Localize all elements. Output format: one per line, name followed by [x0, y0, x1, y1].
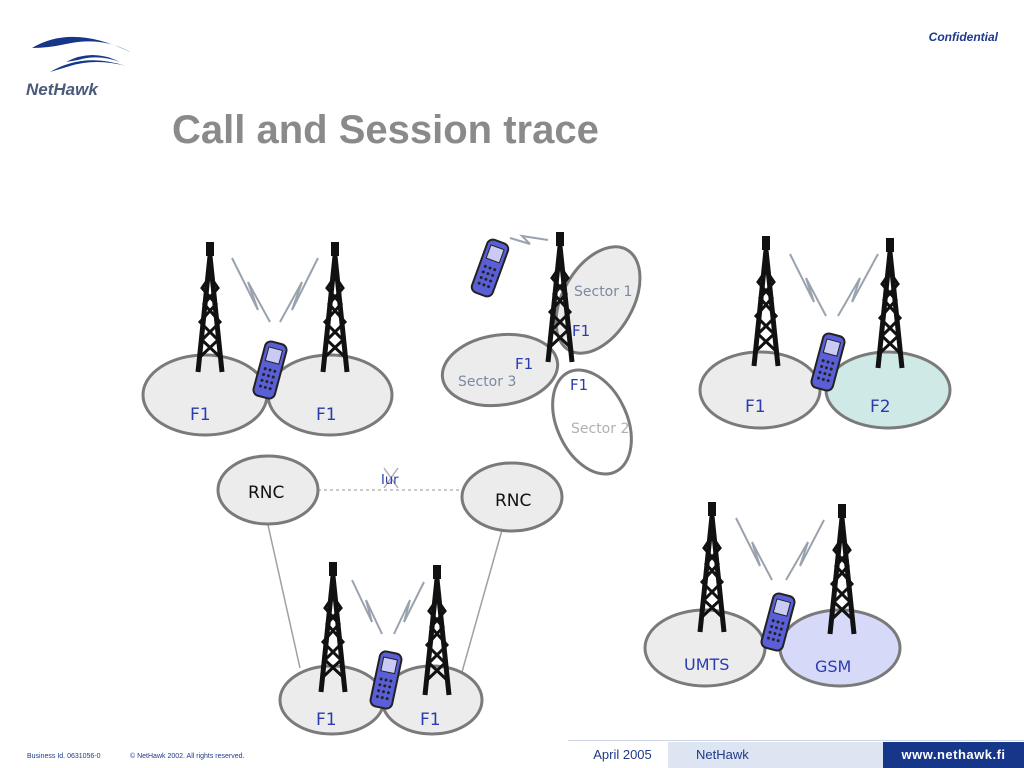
- rnc-label: RNC: [495, 491, 531, 511]
- website-link[interactable]: www.nethawk.fi: [883, 742, 1024, 768]
- copyright-notice: © NetHawk 2002. All rights reserved.: [130, 753, 245, 760]
- confidential-label: Confidential: [928, 30, 998, 44]
- sector-label: Sector 1: [574, 284, 632, 300]
- cross-mark-icon: [383, 467, 399, 489]
- rnc-ellipse: [216, 454, 320, 526]
- hawk-icon: [32, 36, 130, 72]
- signal-icon: [351, 579, 383, 635]
- footer-divider: [568, 740, 1024, 741]
- signal-icon: [785, 519, 825, 581]
- cell-label: GSM: [815, 657, 851, 676]
- rnc-ellipse: [460, 461, 564, 533]
- cell-tower-icon: [198, 242, 222, 372]
- page-title: Call and Session trace: [172, 108, 599, 152]
- rnc-link: [461, 529, 503, 673]
- cell-tower-icon: [323, 242, 347, 372]
- business-id: Business Id. 0631056-0: [27, 753, 101, 760]
- cell-ellipse: [643, 608, 767, 688]
- iur-label: Iur: [381, 473, 399, 488]
- rnc-label: RNC: [248, 483, 284, 503]
- footer-company-label: NetHawk: [696, 747, 749, 762]
- footer-company: NetHawk: [668, 742, 883, 768]
- cell-label: F1: [190, 405, 211, 425]
- frequency-label: F1: [570, 376, 588, 394]
- signal-icon: [735, 517, 773, 581]
- cell-label: F2: [870, 397, 891, 417]
- group-soft-handover-f1: F1 F1: [141, 242, 394, 437]
- sector-label: Sector 3: [458, 374, 516, 390]
- group-sectors: Sector 1 Sector 3 Sector 2 F1 F1 F1: [440, 232, 642, 476]
- cell-label: F1: [745, 397, 766, 417]
- sector-label: Sector 2: [571, 421, 629, 437]
- sector-ellipse: [551, 368, 633, 476]
- cell-ellipse: [698, 350, 822, 430]
- logo-text: NetHawk: [26, 80, 98, 99]
- cell-tower-icon: [878, 238, 902, 368]
- nethawk-logo: NetHawk: [22, 22, 137, 104]
- group-rnc-iur: Iur RNC RNC F1 F1: [216, 454, 564, 736]
- cell-label: F1: [420, 710, 441, 730]
- cell-label: F1: [316, 405, 337, 425]
- cell-label: UMTS: [684, 655, 729, 674]
- cell-tower-icon: [754, 236, 778, 366]
- mobile-phone-icon: [469, 236, 511, 300]
- signal-icon: [231, 257, 271, 323]
- signal-icon: [393, 581, 425, 635]
- frequency-label: F1: [572, 322, 590, 340]
- frequency-label: F1: [515, 355, 533, 373]
- cell-label: F1: [316, 710, 337, 730]
- signal-icon: [509, 234, 549, 245]
- rnc-link: [267, 524, 301, 669]
- group-inter-system: UMTS GSM: [643, 502, 902, 688]
- signal-icon: [837, 253, 879, 317]
- signal-icon: [279, 257, 319, 323]
- sector-ellipse: [440, 332, 560, 408]
- group-inter-frequency: F1 F2: [698, 236, 952, 430]
- signal-icon: [789, 253, 827, 317]
- footer-date: April 2005: [593, 747, 652, 762]
